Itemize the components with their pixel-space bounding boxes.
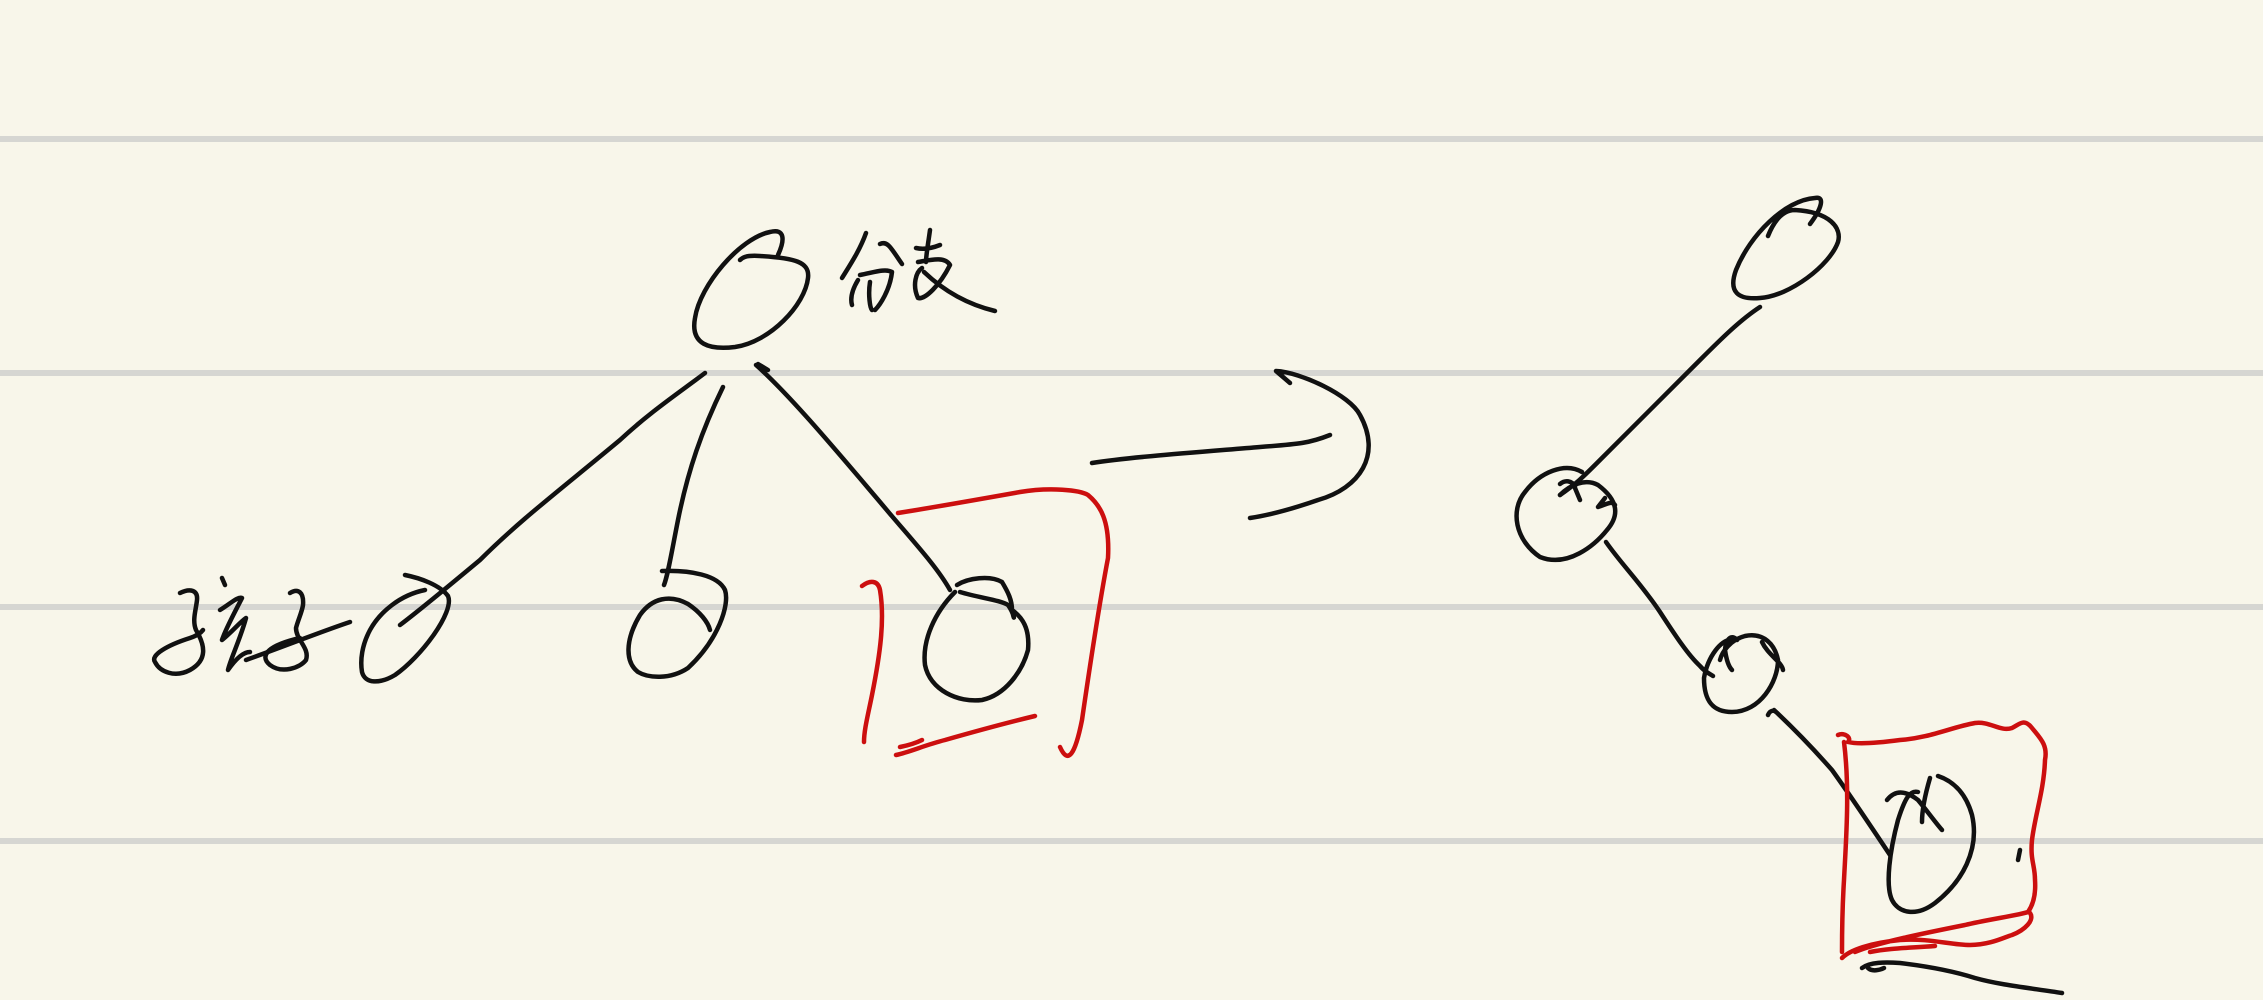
chain-edge-3 bbox=[1765, 707, 1893, 858]
chain-second-node bbox=[1514, 465, 1618, 563]
right-leaf-highlight bbox=[859, 487, 1111, 759]
chain-third-node bbox=[1701, 633, 1786, 715]
chain-top-node bbox=[1731, 195, 1841, 301]
edge-root-to-middle-leaf bbox=[661, 384, 726, 588]
chain-stray-mark bbox=[2015, 847, 2023, 863]
right-leaf-node bbox=[922, 575, 1031, 703]
ruled-lines bbox=[0, 136, 2263, 844]
chain-fourth-highlight bbox=[1835, 720, 2048, 961]
chain-edge-1 bbox=[1557, 304, 1763, 498]
right-tree bbox=[1514, 195, 2065, 996]
transform-arrow bbox=[1089, 368, 1371, 521]
middle-leaf-node bbox=[626, 568, 729, 679]
leaf-handwritten-label bbox=[151, 575, 353, 676]
chain-fourth-node bbox=[1884, 773, 1977, 915]
root-handwritten-label bbox=[839, 227, 998, 314]
left-tree bbox=[151, 227, 1111, 759]
pointer-arrow bbox=[243, 619, 353, 663]
root-node bbox=[691, 229, 811, 350]
edge-root-to-left-leaf bbox=[397, 370, 708, 628]
left-leaf-node bbox=[359, 572, 452, 684]
edge-root-to-right-leaf bbox=[753, 361, 953, 593]
chain-underline bbox=[1859, 960, 2065, 996]
